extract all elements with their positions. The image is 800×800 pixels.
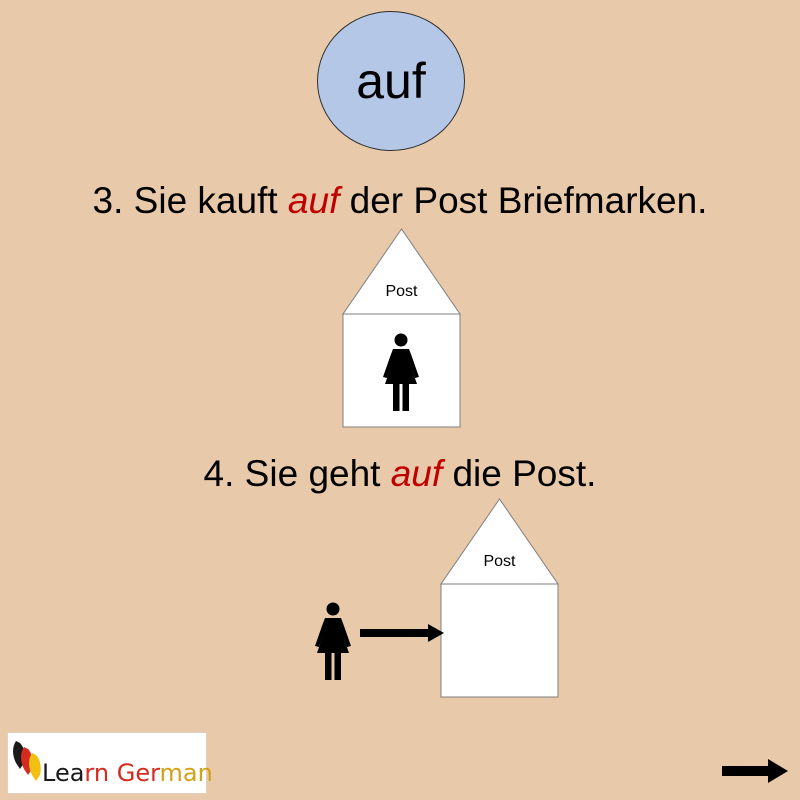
post-house-destination: Post (440, 498, 559, 698)
title-circle: auf (317, 11, 465, 151)
learn-german-logo: Learn German (7, 732, 213, 794)
sentence-3-before: 3. Sie kauft (92, 180, 288, 221)
post-house-inside: Post (342, 228, 461, 428)
house-icon (342, 228, 461, 428)
sentence-4-highlight: auf (390, 453, 443, 494)
woman-icon (315, 602, 351, 680)
logo-text: Learn German (42, 759, 213, 787)
house-2-label: Post (483, 553, 516, 570)
house-icon (440, 498, 559, 698)
title-word: auf (356, 53, 426, 109)
house-1-label: Post (385, 283, 418, 300)
sentence-3: 3. Sie kauft auf der Post Briefmarken. (0, 180, 800, 222)
sentence-3-after: der Post Briefmarken. (339, 180, 708, 221)
next-arrow-icon[interactable] (722, 758, 788, 784)
sentence-4-before: 4. Sie geht (203, 453, 391, 494)
sentence-4-after: die Post. (442, 453, 597, 494)
arrow-right-icon (360, 624, 444, 642)
woman-icon (383, 333, 419, 411)
heart-flag-icon (13, 741, 41, 781)
sentence-3-highlight: auf (287, 180, 340, 221)
sentence-4: 4. Sie geht auf die Post. (0, 453, 800, 495)
